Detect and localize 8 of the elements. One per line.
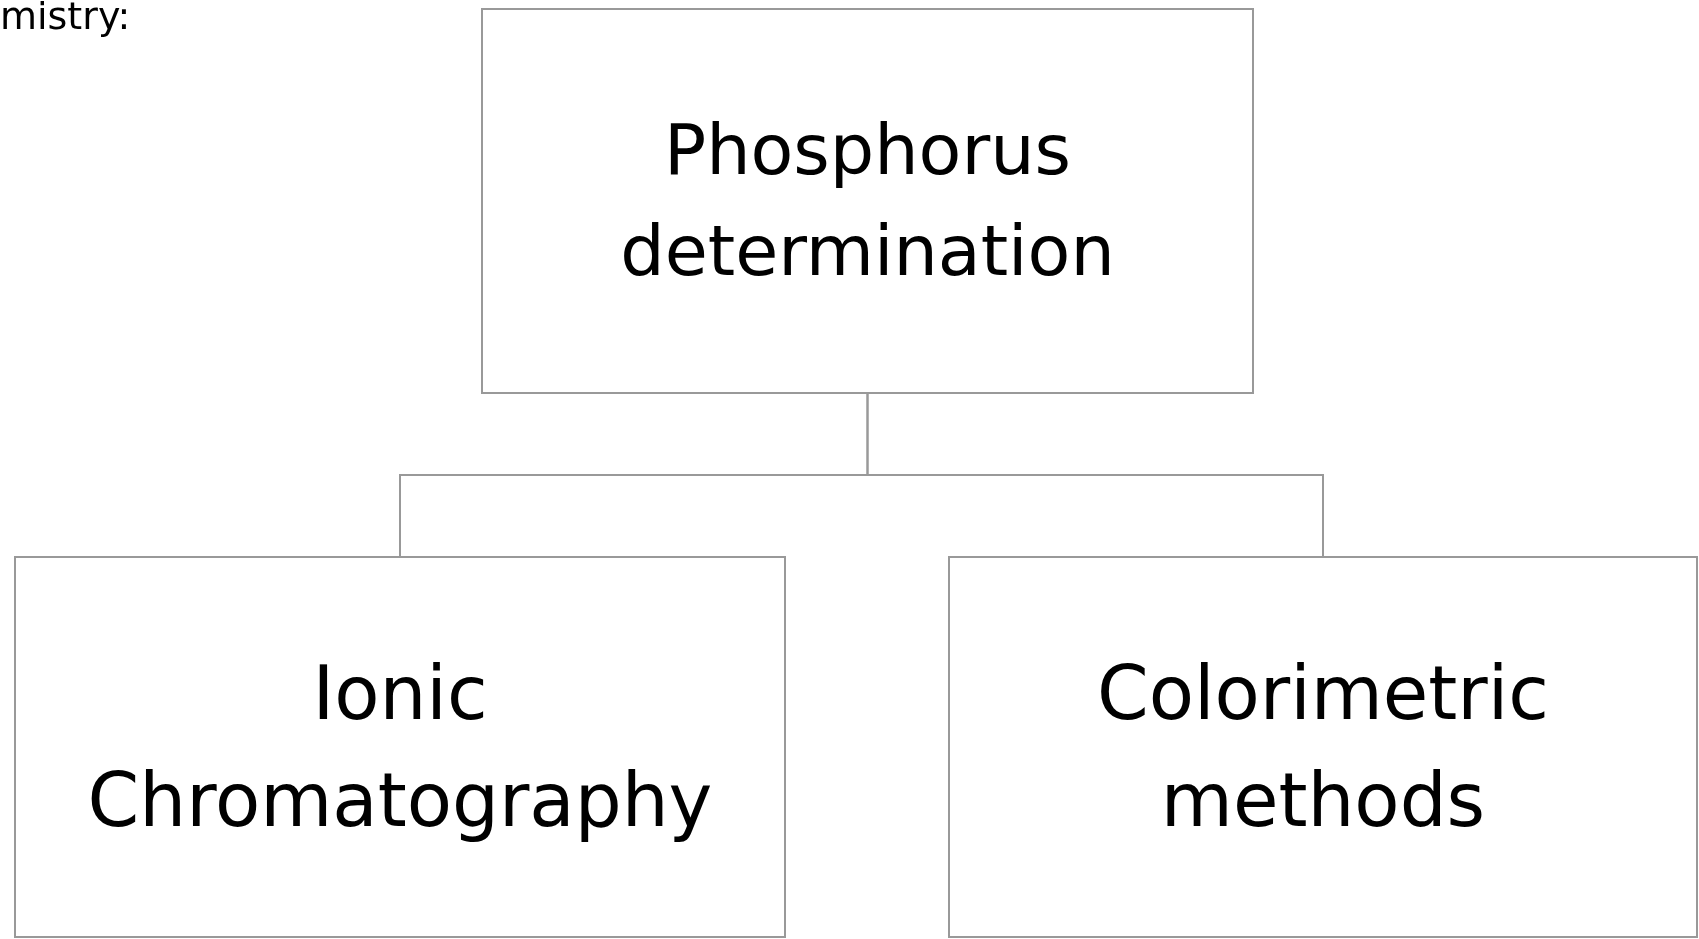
process-box bbox=[14, 556, 786, 938]
box-label: Ionic Chromatography bbox=[86, 648, 714, 845]
text-fragment: mistry: bbox=[0, 0, 131, 38]
process-box bbox=[948, 556, 1698, 938]
box-label: Phosphorus determination bbox=[619, 107, 1116, 294]
process-box bbox=[481, 8, 1254, 394]
connector-line bbox=[866, 393, 1324, 557]
box-label: Colorimetric methods bbox=[1095, 648, 1551, 845]
